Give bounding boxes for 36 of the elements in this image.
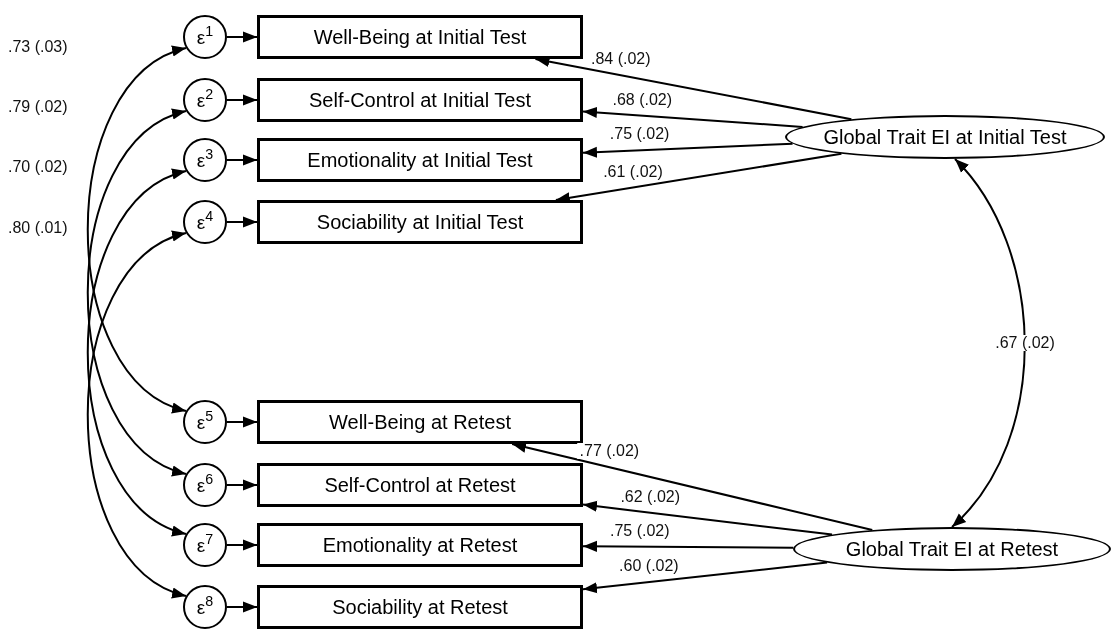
latent-variable-ellipse: Global Trait EI at Initial Test bbox=[785, 115, 1105, 159]
curved-arrow bbox=[86, 47, 187, 412]
edge-label: .67 (.02) bbox=[993, 335, 1057, 351]
observed-variable-box: Self-Control at Initial Test bbox=[257, 78, 583, 122]
edge-label: .77 (.02) bbox=[577, 443, 642, 460]
arrow bbox=[226, 94, 258, 106]
observed-variable-box: Well-Being at Retest bbox=[257, 400, 583, 444]
arrow bbox=[226, 31, 258, 43]
curved-arrow bbox=[86, 232, 187, 597]
arrow bbox=[582, 561, 829, 594]
variance-label: .80 (.01) bbox=[8, 220, 68, 236]
observed-variable-box: Self-Control at Retest bbox=[257, 463, 583, 507]
variance-label: .70 (.02) bbox=[8, 159, 68, 175]
arrow bbox=[226, 539, 258, 551]
edge-label: .60 (.02) bbox=[617, 558, 681, 575]
arrow bbox=[226, 601, 258, 613]
arrow bbox=[582, 540, 795, 552]
observed-variable-box: Well-Being at Initial Test bbox=[257, 15, 583, 59]
edge-label: .61 (.02) bbox=[601, 163, 665, 180]
arrow bbox=[226, 416, 258, 428]
curved-arrow bbox=[951, 158, 1026, 528]
variance-label: .79 (.02) bbox=[8, 99, 68, 115]
arrow bbox=[226, 154, 258, 166]
arrow bbox=[582, 142, 794, 158]
curved-arrow bbox=[86, 110, 187, 475]
latent-variable-ellipse: Global Trait EI at Retest bbox=[793, 527, 1111, 571]
arrow bbox=[226, 479, 258, 491]
variance-label: .73 (.03) bbox=[8, 39, 68, 55]
observed-variable-box: Emotionality at Retest bbox=[257, 523, 583, 567]
observed-variable-box: Sociability at Initial Test bbox=[257, 200, 583, 244]
observed-variable-box: Sociability at Retest bbox=[257, 585, 583, 629]
arrow bbox=[582, 500, 833, 536]
arrow bbox=[582, 106, 804, 128]
arrow bbox=[226, 216, 258, 228]
observed-variable-box: Emotionality at Initial Test bbox=[257, 138, 583, 182]
curved-arrow bbox=[86, 170, 187, 535]
